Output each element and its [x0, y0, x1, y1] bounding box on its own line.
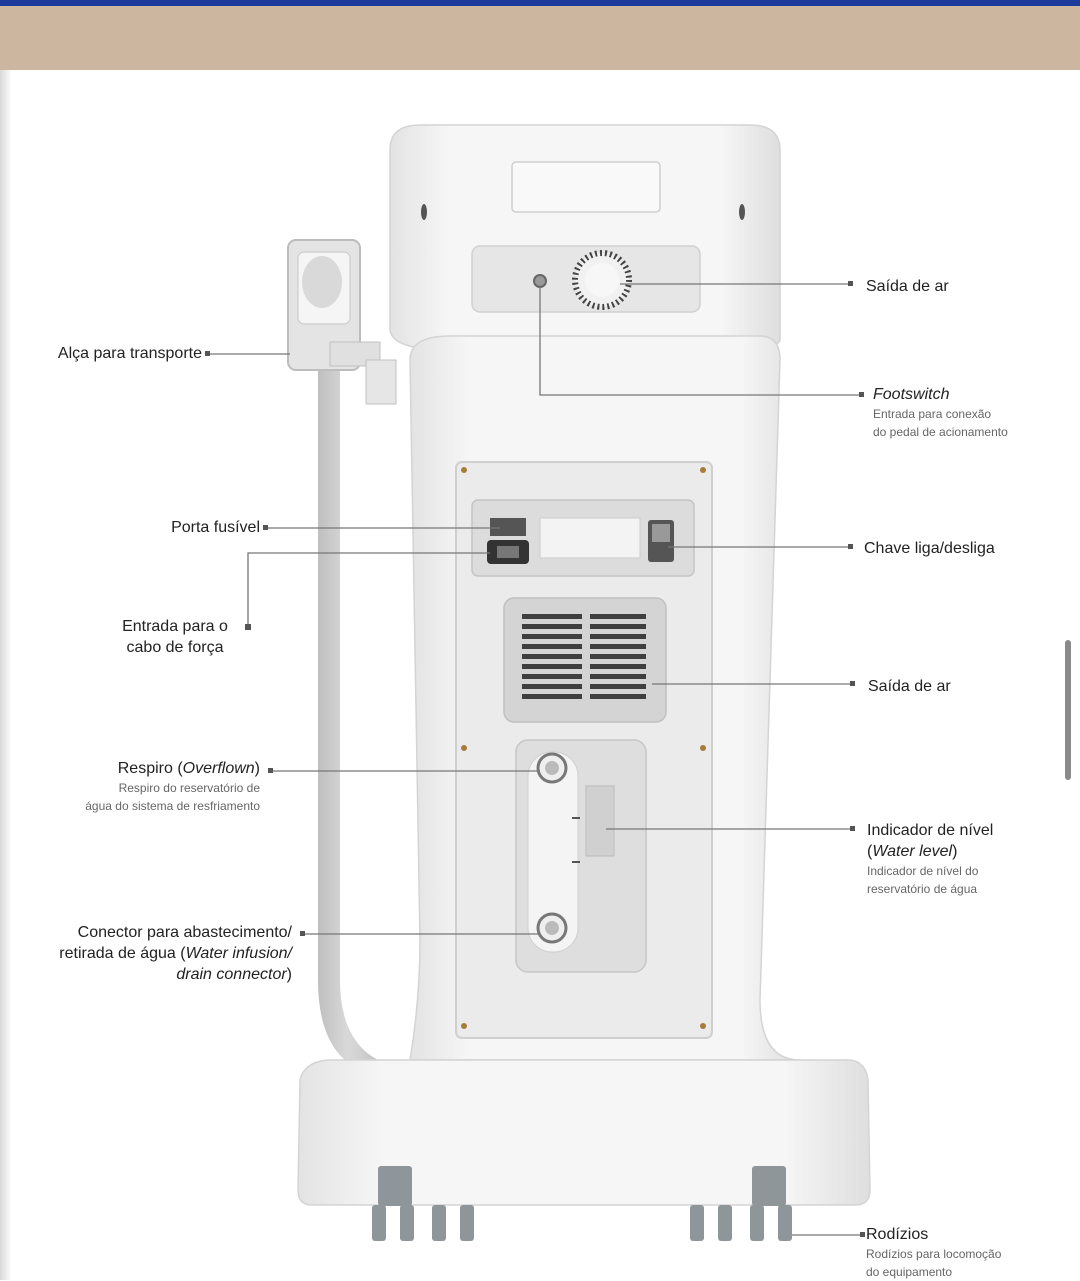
device-base	[297, 1059, 871, 1206]
label-saida-ar-mid: Saída de ar	[868, 678, 951, 695]
leader-lines	[210, 283, 862, 1236]
label-chave-liga-desliga: Chave liga/desliga	[864, 540, 995, 557]
label-conector-agua: Conector para abastecimento/ retirada de…	[59, 924, 292, 983]
label-footswitch: Footswitch Entrada para conexão do pedal…	[873, 386, 1008, 439]
handle-pole	[318, 360, 378, 1070]
label-indicador-nivel: Indicador de nível (Water level) Indicad…	[867, 822, 994, 896]
water-level-indicator	[585, 785, 615, 857]
footswitch-port	[533, 274, 547, 288]
page-edge-shadow	[0, 70, 12, 1280]
label-entrada-cabo-forca: Entrada para o cabo de força	[122, 618, 228, 656]
casters	[372, 1166, 792, 1241]
top-blue-bar	[0, 0, 1080, 6]
header-band	[0, 6, 1080, 70]
label-rodizios: Rodízios Rodízios para locomoção do equi…	[866, 1226, 1002, 1279]
label-saida-ar-top: Saída de ar	[866, 278, 949, 295]
label-respiro: Respiro (Overflown) Respiro do reservató…	[85, 760, 260, 813]
fuse-holder	[490, 518, 526, 536]
transport-handle	[287, 239, 397, 405]
label-porta-fusivel: Porta fusível	[171, 519, 260, 536]
label-alca-transporte: Alça para transporte	[57, 345, 202, 362]
scrollbar-thumb[interactable]	[1065, 640, 1071, 780]
